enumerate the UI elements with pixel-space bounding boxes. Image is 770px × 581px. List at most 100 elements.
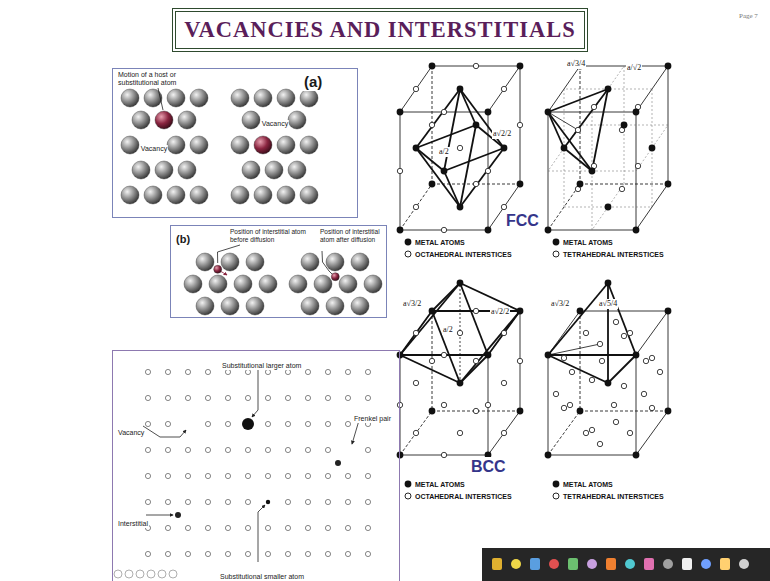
tool-icon: [625, 559, 635, 569]
interstice-site: [627, 330, 632, 335]
interstice-site: [569, 369, 574, 374]
metal-atom: [485, 109, 492, 116]
nav-button: [114, 570, 122, 578]
interstice-site: [473, 63, 478, 68]
metal-atom: [577, 308, 584, 315]
lattice-atom: [185, 447, 190, 452]
octant-line: [636, 125, 668, 171]
metal-atom: [649, 145, 656, 152]
tool-icon: [511, 559, 521, 569]
interstice-site: [589, 427, 594, 432]
polyhedron-edge: [592, 89, 608, 171]
legend-sample: [552, 492, 560, 500]
lattice-atom: [145, 551, 150, 556]
panel-vacancy-diffusion: Motion of a host or substitutional atom(…: [112, 68, 358, 218]
leader-line: [252, 363, 258, 417]
metal-atom: [457, 380, 464, 387]
lattice-atom: [285, 473, 290, 478]
dimension-label: a/2: [442, 325, 454, 335]
interstice-site: [657, 369, 662, 374]
lattice-atom: [325, 421, 330, 426]
lattice-atom: [345, 499, 350, 504]
host-atom: [144, 89, 162, 107]
lattice-atom: [185, 369, 190, 374]
metal-atom: [545, 352, 552, 359]
diffusion-arrow: [221, 272, 227, 276]
cube-edge: [400, 184, 432, 230]
interstice-site: [441, 452, 446, 457]
host-atom: [314, 275, 332, 293]
host-atom: [288, 111, 306, 129]
host-atom: [300, 136, 318, 154]
legend-sample: [404, 250, 412, 258]
host-atom: [221, 297, 239, 315]
defect-label: Frenkel pair: [353, 415, 392, 423]
host-atom: [242, 111, 260, 129]
legend-symbol: [553, 493, 559, 499]
host-atom: [300, 186, 318, 204]
interstice-site: [501, 330, 506, 335]
dimension-label: a√3/4: [566, 59, 586, 69]
lattice-atom: [185, 525, 190, 530]
lattice-atom: [145, 473, 150, 478]
interstice-site: [613, 319, 618, 324]
lattice-atom: [305, 421, 310, 426]
interstice-site: [457, 430, 462, 435]
defect-label: Substitutional smaller atom: [219, 573, 305, 581]
viewer-buttons: [114, 570, 177, 578]
legend-text: METAL ATOMS: [415, 239, 465, 246]
lattice-atom: [205, 499, 210, 504]
lattice-atom: [165, 499, 170, 504]
legend-entry: METAL ATOMS: [404, 238, 465, 246]
nav-button: [125, 570, 133, 578]
lattice-atom: [305, 369, 310, 374]
defect-label: Motion of a host or substitutional atom: [117, 71, 191, 88]
metal-atom: [517, 63, 524, 70]
metal-atom: [457, 280, 464, 287]
lattice-atom: [365, 551, 370, 556]
lattice-atom: [145, 499, 150, 504]
lattice-atom: [345, 551, 350, 556]
leader-line: [146, 515, 173, 516]
interstice-site: [613, 419, 618, 424]
lattice-atom: [285, 525, 290, 530]
defect-label: Vacancy: [261, 120, 289, 128]
host-atom: [242, 161, 260, 179]
host-atom: [254, 89, 272, 107]
metal-atom: [397, 109, 404, 116]
frenkel-interstitial: [335, 460, 341, 466]
polyhedron-edge: [608, 355, 636, 383]
lattice-atom: [185, 551, 190, 556]
metal-atom: [473, 122, 480, 129]
tool-icon: [682, 558, 692, 570]
legend-entry: OCTAHEDRAL INTERSTICES: [404, 250, 512, 258]
lattice-atom: [325, 369, 330, 374]
lattice-atom: [365, 395, 370, 400]
polyhedron-edge: [416, 89, 460, 148]
lattice-atom: [245, 473, 250, 478]
metal-atom: [429, 408, 436, 415]
lattice-atom: [305, 473, 310, 478]
lattice-atom: [325, 473, 330, 478]
defect-label: Interstitial: [117, 520, 149, 528]
host-atom: [326, 297, 344, 315]
polyhedron-edge: [548, 355, 608, 383]
lattice-atom: [165, 369, 170, 374]
interstice-site: [441, 227, 446, 232]
interstitial-atom: [214, 265, 222, 273]
host-atom: [254, 186, 272, 204]
legend-sample: [552, 480, 560, 488]
lattice-atom: [145, 447, 150, 452]
lattice-atom: [225, 525, 230, 530]
vacancy-diffusion-figure: [121, 88, 318, 204]
nav-button: [147, 570, 155, 578]
metal-atom: [517, 308, 524, 315]
tool-icon: [530, 558, 540, 570]
host-atom: [351, 253, 369, 271]
legend-sample: [404, 238, 412, 246]
cube-edge: [580, 411, 668, 412]
legend-symbol: [405, 251, 411, 257]
nav-button: [136, 570, 144, 578]
host-atom: [364, 275, 382, 293]
fcc-octahedral-cell: [397, 63, 524, 234]
